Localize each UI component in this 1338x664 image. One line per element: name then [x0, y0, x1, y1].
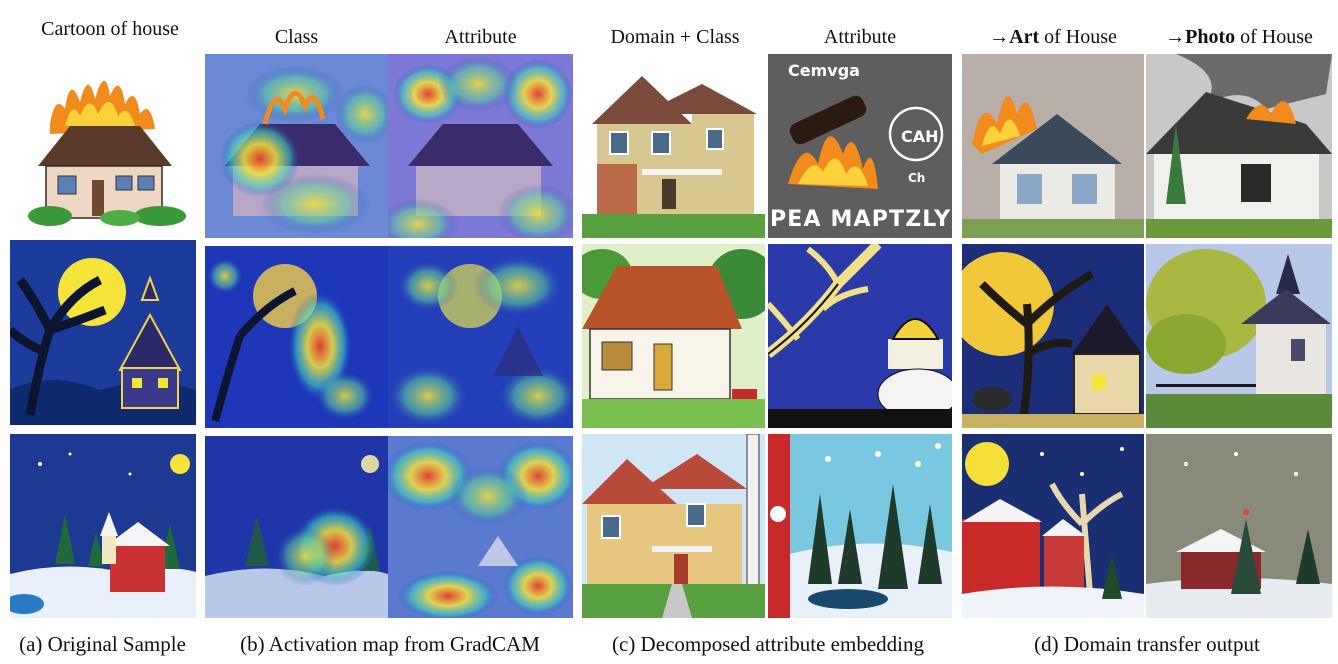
header-photo-rest: of House	[1235, 26, 1313, 48]
sign-bottom-text: PEA MAPTZLY	[770, 207, 951, 232]
transfer-photo-row2	[1146, 244, 1332, 428]
header-class: Class	[274, 26, 319, 48]
sign-circle-text: CAH	[901, 127, 939, 146]
embedding-domain-class-row2	[582, 244, 765, 428]
header-cartoon-of-house: Cartoon of house	[41, 18, 179, 40]
gradcam-class-row3	[205, 436, 388, 618]
embedding-attribute-row2	[768, 244, 952, 428]
header-domain-class: Domain + Class	[610, 26, 740, 48]
original-sample-haunted-house	[10, 240, 196, 425]
arrow-symbol: →	[1165, 26, 1186, 48]
header-art-bold: Art	[1009, 26, 1040, 48]
sign-top-text: Cemvga	[788, 61, 860, 80]
header-photo-bold: Photo	[1185, 26, 1236, 48]
caption-activation-map: (b) Activation map from GradCAM	[240, 632, 540, 656]
gradcam-class-row2	[205, 246, 388, 428]
transfer-art-row2	[962, 244, 1144, 428]
embedding-domain-class-row1	[582, 54, 765, 238]
header-attribute-embedding: Attribute	[823, 26, 897, 48]
sign-small-text: Ch	[908, 171, 925, 185]
caption-original-sample: (a) Original Sample	[19, 632, 186, 656]
embedding-domain-class-row3	[582, 434, 765, 618]
arrow-symbol: →	[989, 26, 1010, 48]
caption-domain-transfer: (d) Domain transfer output	[1034, 632, 1260, 656]
gradcam-attribute-row2	[388, 246, 573, 428]
header-art-of-house: →Art of House	[962, 25, 1144, 49]
gradcam-attribute-row1	[388, 54, 573, 238]
embedding-attribute-row3	[768, 434, 952, 618]
header-art-rest: of House	[1039, 26, 1117, 48]
gradcam-attribute-row3	[388, 436, 573, 618]
transfer-art-row3	[962, 434, 1144, 618]
original-sample-burning-house	[10, 54, 196, 230]
gradcam-class-row1	[205, 54, 388, 238]
embedding-attribute-row1: Cemvga CAH Ch PEA MAPTZLY	[768, 54, 952, 238]
transfer-photo-row1	[1146, 54, 1332, 238]
header-attribute-gradcam: Attribute	[444, 26, 517, 48]
caption-decomposed-embedding: (c) Decomposed attribute embedding	[612, 632, 924, 656]
transfer-photo-row3	[1146, 434, 1332, 618]
transfer-art-row1	[962, 54, 1144, 238]
original-sample-winter-village	[10, 434, 196, 618]
header-photo-of-house: →Photo of House	[1146, 25, 1332, 49]
